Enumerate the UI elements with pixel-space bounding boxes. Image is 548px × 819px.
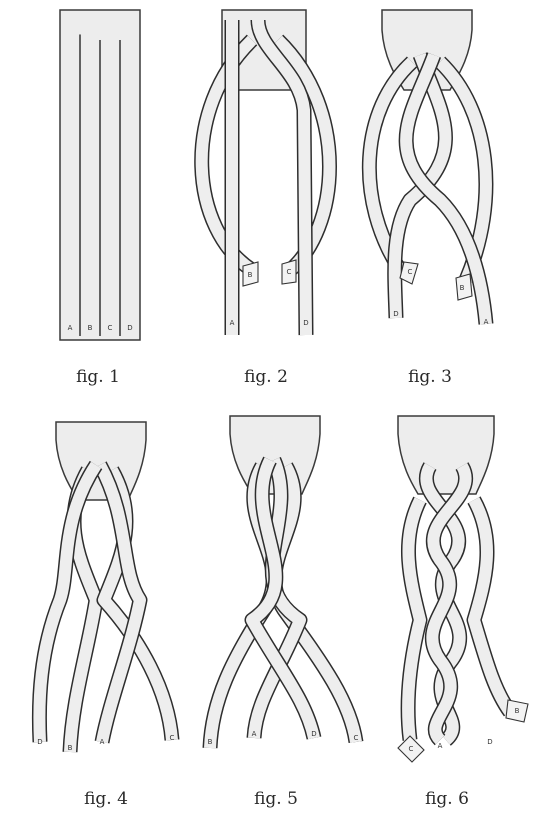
svg-text:A: A [100,738,105,746]
svg-text:C: C [408,268,413,276]
figure-2: A B C D fig. 2 [202,10,330,387]
strand-tag-d: D [311,730,316,738]
svg-text:B: B [88,324,93,332]
svg-text:C: C [354,734,359,742]
svg-text:C: C [409,745,414,753]
strand-tag-a: A [100,738,105,746]
strand-tag-d: D [487,738,492,746]
svg-text:C: C [170,734,175,742]
strand-tag-d: D [303,319,308,327]
figure-caption: fig. 2 [244,367,288,387]
leather-strip-top [398,416,494,494]
strand-tag-b: B [208,738,213,746]
strand-tag-a: A [68,324,73,332]
figure-caption: fig. 3 [408,367,452,387]
strand-tag-b: B [456,274,472,300]
svg-text:A: A [484,318,489,326]
figure-caption: fig. 1 [76,367,120,387]
figure-caption: fig. 4 [84,789,128,809]
figure-caption: fig. 5 [254,789,298,809]
figure-6: C A D B fig. 6 [398,416,528,809]
svg-text:C: C [108,324,113,332]
svg-text:B: B [460,284,465,292]
svg-text:D: D [127,324,132,332]
strand-tag-d: D [37,738,42,746]
svg-text:B: B [248,271,253,279]
svg-text:B: B [68,744,73,752]
figure-3: D C B A fig. 3 [369,10,488,387]
strand-tag-a: A [484,318,489,326]
figure-caption: fig. 6 [425,789,469,809]
strand-tag-d: D [127,324,132,332]
strand-tag-b: B [243,262,258,286]
strand-tag-c: C [398,736,424,762]
svg-text:A: A [252,730,257,738]
strand-tag-c: C [400,262,418,284]
svg-text:B: B [515,707,520,715]
braided-section [408,466,510,740]
strand-tag-c: C [354,734,359,742]
figure-1: A B C D fig. 1 [60,10,140,387]
svg-text:D: D [37,738,42,746]
strand-tag-a: A [438,742,443,750]
strand-tag-c: C [108,324,113,332]
figure-4: D B A C fig. 4 [37,422,174,809]
leather-strip-top [56,422,146,500]
svg-text:A: A [438,742,443,750]
strand-tag-c: C [170,734,175,742]
strand-tag-a: A [252,730,257,738]
strand-tag-a: A [230,319,235,327]
svg-text:D: D [311,730,316,738]
strand-tag-c: C [282,260,296,284]
strand-tag-b: B [88,324,93,332]
strand-tag-b: B [506,700,528,722]
svg-text:C: C [287,268,292,276]
svg-text:A: A [230,319,235,327]
strand-tag-d: D [393,310,398,318]
svg-text:D: D [303,319,308,327]
figure-5: B A D C fig. 5 [208,416,359,809]
svg-text:D: D [487,738,492,746]
strand-tag-b: B [68,744,73,752]
svg-text:B: B [208,738,213,746]
svg-text:A: A [68,324,73,332]
svg-text:D: D [393,310,398,318]
